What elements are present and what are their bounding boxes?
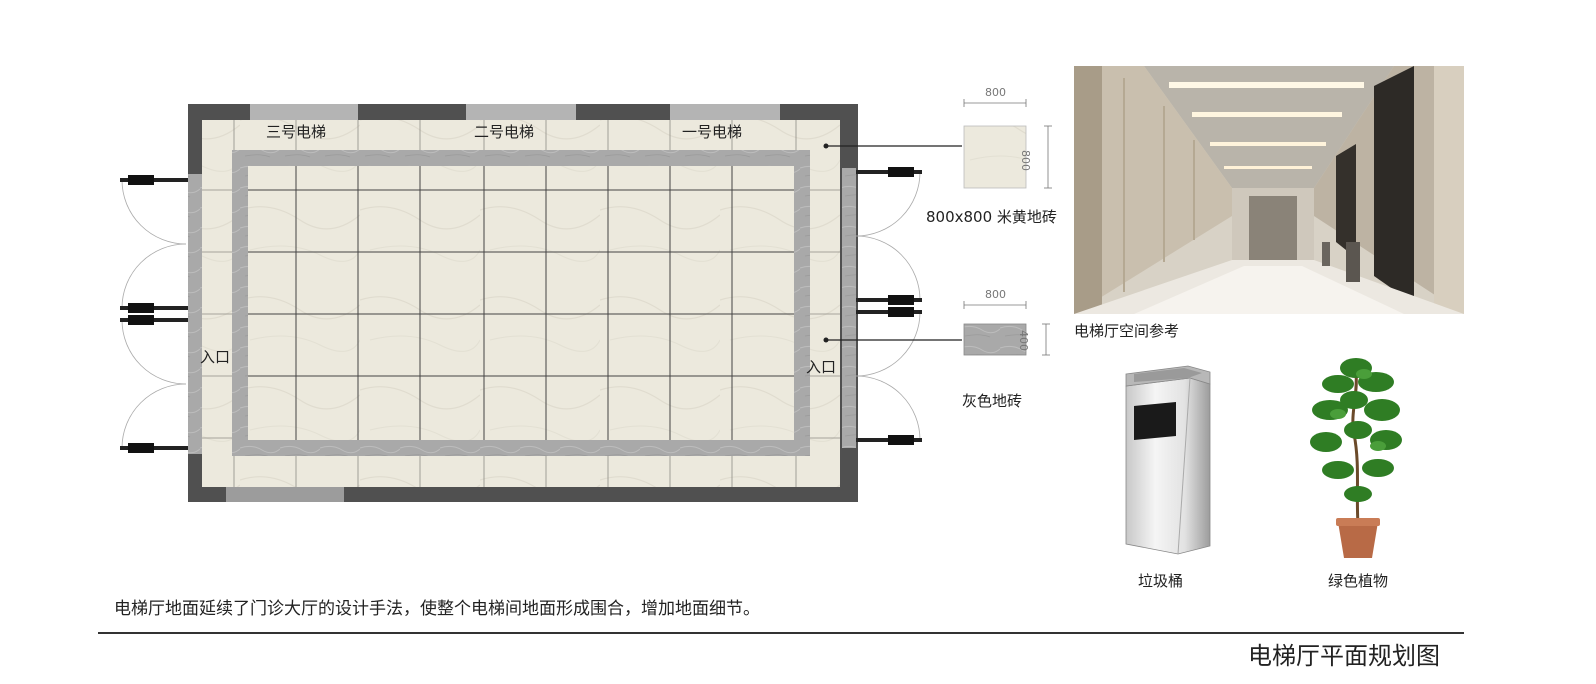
trash-can-caption: 垃圾桶 bbox=[1138, 572, 1184, 590]
leader-dot-gray bbox=[823, 337, 829, 343]
right-side-band bbox=[842, 168, 856, 448]
trash-can-image bbox=[1118, 364, 1218, 556]
page-title: 电梯厅平面规划图 bbox=[1248, 642, 1440, 670]
beige-tile-dimension-lines bbox=[963, 99, 1052, 189]
description-text: 电梯厅地面延续了门诊大厅的设计手法，使整个电梯间地面形成围合，增加地面细节。 bbox=[114, 599, 760, 619]
title-divider bbox=[98, 632, 1464, 634]
green-plant-image bbox=[1308, 354, 1408, 560]
entrance-label-right: 入口 bbox=[806, 358, 837, 376]
green-plant-caption: 绿色植物 bbox=[1328, 572, 1389, 590]
elevator-label-3: 三号电梯 bbox=[266, 123, 327, 141]
inner-field bbox=[248, 166, 794, 440]
elevator-label-2: 二号电梯 bbox=[474, 123, 535, 141]
elevator-door-2 bbox=[466, 104, 576, 120]
right-door-leaves bbox=[856, 170, 922, 442]
bottom-gray-strip bbox=[226, 487, 344, 502]
leader-dot-beige bbox=[823, 143, 829, 149]
gray-tile-label: 灰色地砖 bbox=[962, 392, 1023, 410]
beige-tile-height-dim: 800 bbox=[1019, 150, 1032, 171]
elevator-door-1 bbox=[670, 104, 780, 120]
beige-tile-sample bbox=[963, 125, 1027, 189]
left-entrance-doors bbox=[121, 179, 187, 449]
gray-tile-dimension-lines bbox=[963, 301, 1050, 356]
entrance-label-left: 入口 bbox=[200, 348, 231, 366]
gray-tile-height-dim: 400 bbox=[1017, 330, 1030, 351]
reference-photo-caption: 电梯厅空间参考 bbox=[1074, 322, 1180, 340]
elevator-hall-reference-photo bbox=[1074, 66, 1464, 314]
beige-tile-label: 800x800 米黄地砖 bbox=[926, 208, 1057, 226]
elevator-door-3 bbox=[250, 104, 358, 120]
gray-tile-width-dim: 800 bbox=[985, 288, 1006, 301]
left-door-leaves bbox=[120, 178, 188, 450]
elevator-label-1: 一号电梯 bbox=[682, 123, 743, 141]
right-door-handles bbox=[888, 167, 914, 445]
inner-grid bbox=[248, 166, 794, 440]
beige-tile-width-dim: 800 bbox=[985, 86, 1006, 99]
left-door-handles bbox=[128, 175, 154, 453]
left-side-band bbox=[188, 174, 202, 454]
right-entrance-doors bbox=[855, 171, 921, 441]
gray-tile-sample bbox=[963, 323, 1027, 356]
